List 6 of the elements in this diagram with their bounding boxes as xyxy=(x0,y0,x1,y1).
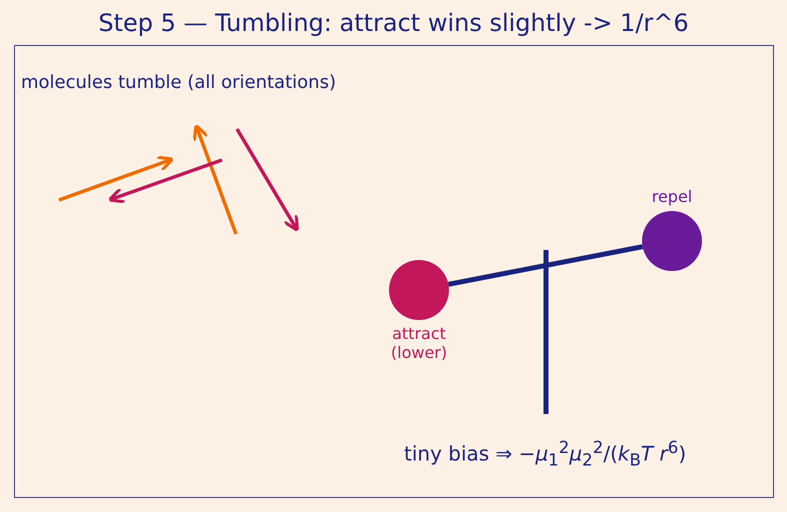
balance-beam xyxy=(448,244,644,287)
title: Step 5 — Tumbling: attract wins slightly -> 1/r^6 xyxy=(97,9,690,37)
formula-text: tiny bias ⇒ −μ$_{1}$$^{2}$μ$_{2}$$^{2}$/(k$_{B}$T r$^{6}$) xyxy=(404,438,686,470)
node-label: repel xyxy=(650,187,694,206)
node-label: attract (lower) xyxy=(390,324,448,362)
caption-text: molecules tumble (all orientations) xyxy=(21,72,336,93)
